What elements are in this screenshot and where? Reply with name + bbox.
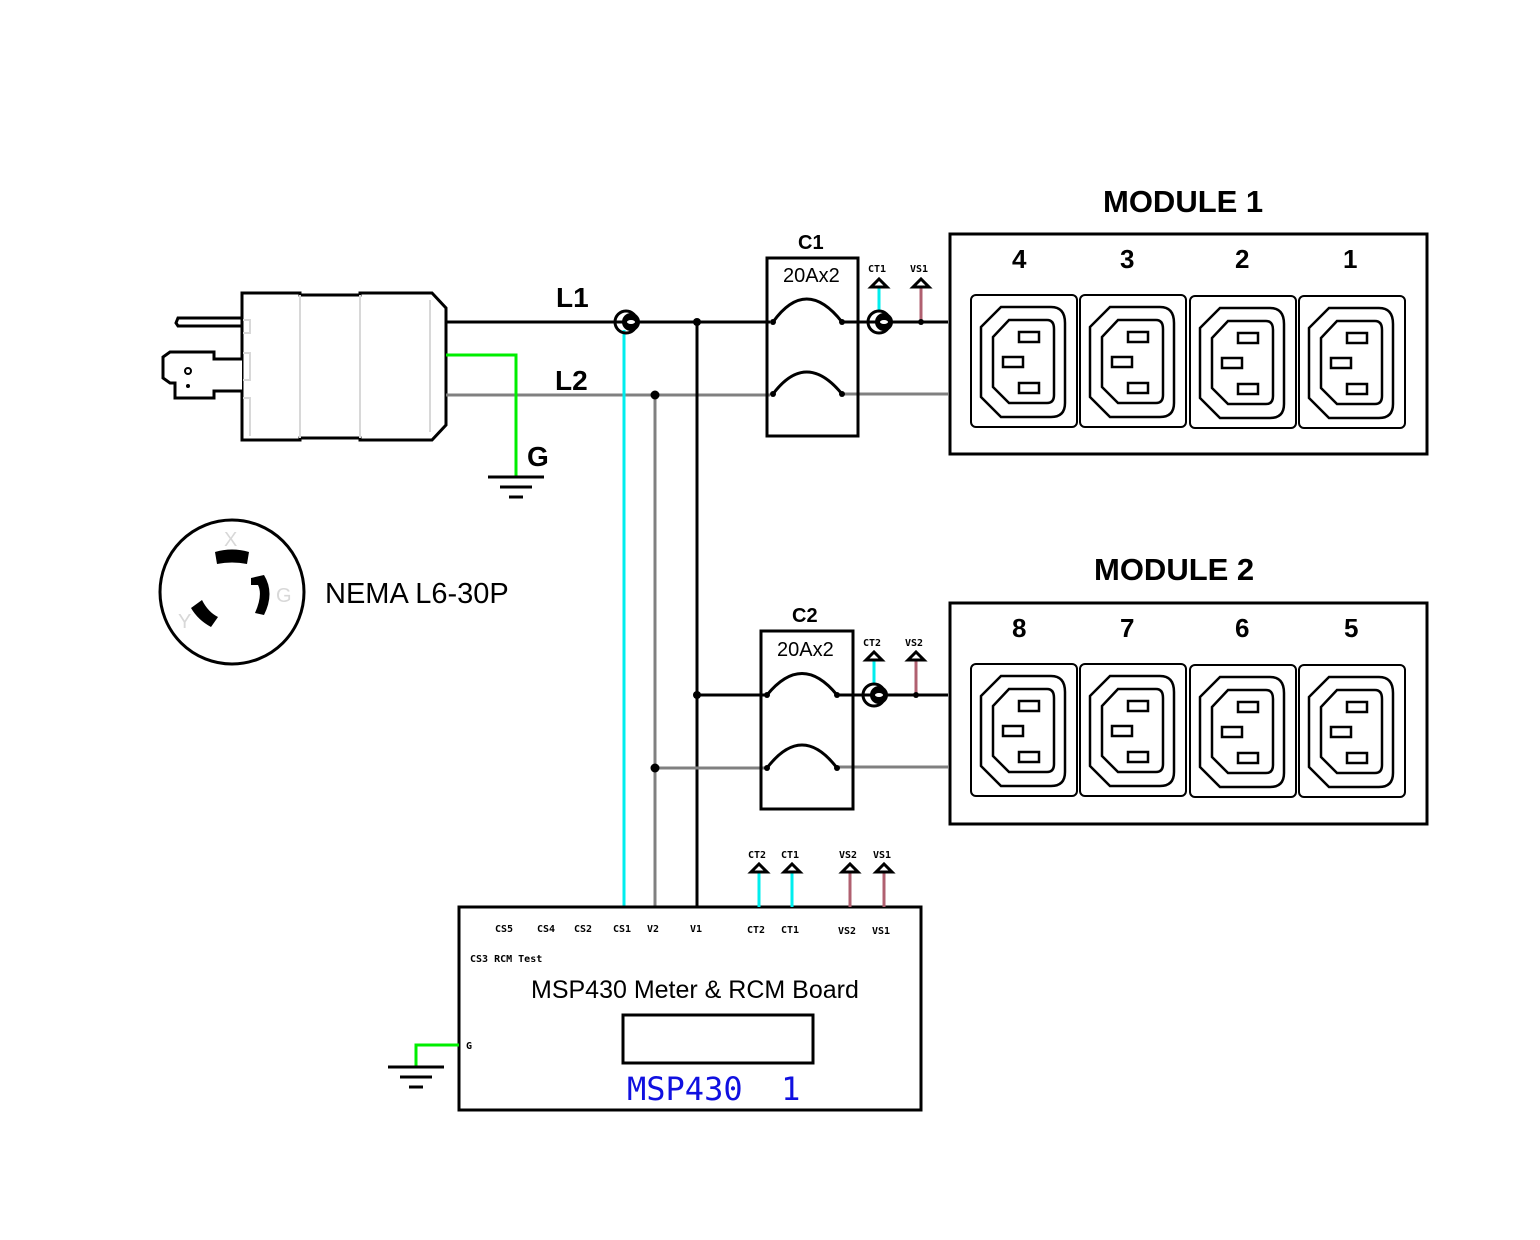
outlet-number: 2 (1235, 244, 1249, 274)
outlet-number: 5 (1344, 613, 1358, 643)
outlet-7-icon[interactable] (1078, 662, 1188, 798)
vs2-arrow-icon (906, 650, 926, 662)
breaker-c1-name: C1 (798, 232, 824, 254)
module-2-box (948, 601, 1429, 826)
ct2-label: CT2 (863, 638, 881, 649)
rcm-test-label: CS3 RCM Test (470, 954, 542, 965)
outlet-number: 1 (1343, 244, 1357, 274)
pin-label-g: G (276, 585, 292, 607)
junction-dot (913, 692, 919, 698)
vs2-label: VS2 (905, 638, 923, 649)
board-input-label: CT2 (748, 850, 766, 861)
nema-face-icon: X Y G (158, 518, 306, 666)
junction-dot (693, 318, 701, 326)
breaker-c2-name: C2 (792, 605, 818, 627)
junction-dot (918, 319, 924, 325)
board-input-label: CT1 (781, 850, 799, 861)
board-pin-label: CT1 (781, 925, 799, 936)
outlet-number: 8 (1012, 613, 1026, 643)
breaker-c1[interactable] (765, 256, 860, 438)
ct2-arrow-icon (864, 650, 884, 662)
outlet-number: 7 (1120, 613, 1134, 643)
board-input-label: VS1 (873, 850, 891, 861)
board-pin-label: CS2 (574, 924, 592, 935)
outlet-number: 4 (1012, 244, 1027, 274)
board-pin-label: CS4 (537, 924, 555, 935)
vs1-arrow-icon (911, 277, 931, 289)
outlet-1-icon[interactable] (1297, 294, 1407, 430)
ct1-label: CT1 (868, 264, 886, 275)
board-display (621, 1013, 815, 1065)
module-2-title: MODULE 2 (1094, 552, 1254, 587)
board-input-label: VS2 (839, 850, 857, 861)
board-vs2-arrow-icon (840, 862, 860, 874)
board-pin-label: VS1 (872, 926, 890, 937)
plug-body (240, 291, 448, 442)
junction-dot (650, 390, 660, 400)
outlet-2-icon[interactable] (1188, 294, 1298, 430)
outlet-3-icon[interactable] (1078, 293, 1188, 429)
plug-prong-ground (161, 350, 242, 400)
board-title: MSP430 Meter & RCM Board (531, 976, 859, 1004)
plug-label: NEMA L6-30P (325, 578, 509, 610)
outlet-5-icon[interactable] (1297, 663, 1407, 799)
board-ground-pin-label: G (466, 1041, 472, 1052)
board-ground-symbol-icon (386, 1065, 446, 1089)
ground-symbol-icon (486, 475, 546, 499)
board-ct1-arrow-icon (782, 862, 802, 874)
wire-l2 (446, 392, 948, 397)
junction-dot (693, 691, 701, 699)
breaker-c1-rating: 20Ax2 (783, 265, 840, 287)
board-pin-label: CS5 (495, 924, 513, 935)
board-pin-label: VS2 (838, 926, 856, 937)
outlet-4-icon[interactable] (969, 293, 1079, 429)
chip-label: MSP430 1 (627, 1070, 800, 1108)
board-pin-label: V1 (690, 924, 702, 935)
label-l1: L1 (556, 282, 589, 313)
label-l2: L2 (555, 365, 588, 396)
msp430-board (457, 905, 923, 1112)
board-pin-label: CS1 (613, 924, 631, 935)
breaker-c2-rating: 20Ax2 (777, 639, 834, 661)
vs1-label: VS1 (910, 264, 928, 275)
pin-label-x: X (224, 529, 237, 551)
label-ground: G (527, 441, 549, 472)
breaker-c2[interactable] (759, 629, 855, 811)
pin-label-y: Y (178, 611, 191, 633)
board-pin-label: V2 (647, 924, 659, 935)
module-1-title: MODULE 1 (1103, 184, 1263, 219)
board-ct2-arrow-icon (749, 862, 769, 874)
board-ground-wire (414, 1043, 459, 1067)
board-vs1-arrow-icon (874, 862, 894, 874)
junction-dot (650, 763, 660, 773)
outlet-number: 3 (1120, 244, 1134, 274)
board-pin-label: CT2 (747, 925, 765, 936)
outlet-number: 6 (1235, 613, 1249, 643)
outlet-8-icon[interactable] (969, 662, 1079, 798)
outlet-6-icon[interactable] (1188, 663, 1298, 799)
plug-prong-top (174, 316, 242, 328)
wire-ground (446, 353, 518, 476)
module-1-box (948, 232, 1429, 456)
ct1-arrow-icon (869, 277, 889, 289)
